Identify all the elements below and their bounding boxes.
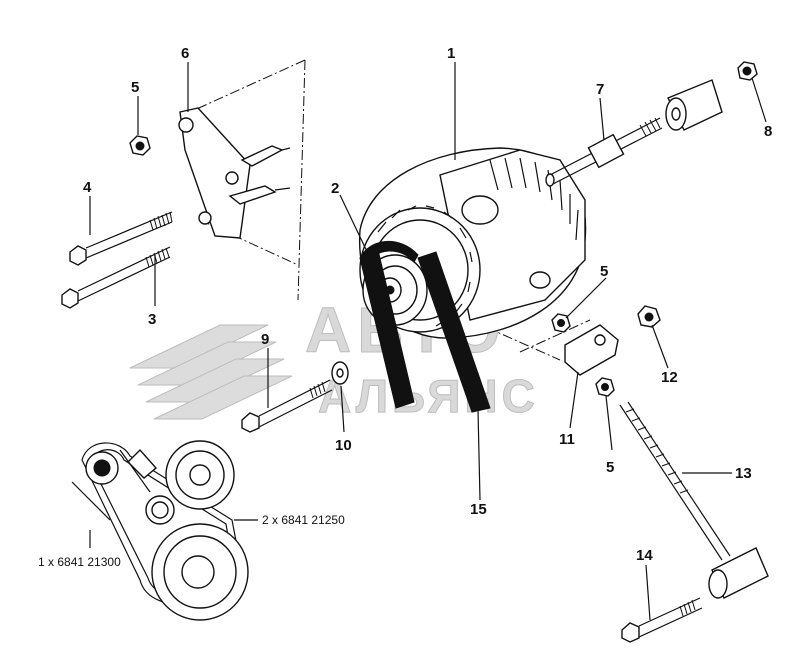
nut-top-left xyxy=(129,135,151,156)
bolt-3 xyxy=(61,246,171,309)
washer-10 xyxy=(331,361,349,385)
callout-8: 8 xyxy=(764,123,772,140)
watermark-emblem xyxy=(129,324,293,420)
belt-routing-inset xyxy=(71,440,249,621)
spacer-bushing xyxy=(665,79,723,131)
callout-1: 1 xyxy=(447,45,455,62)
tension-rod-13 xyxy=(619,401,769,599)
tension-block-11 xyxy=(564,324,619,376)
callout-12: 12 xyxy=(661,369,678,386)
bolt-9 xyxy=(241,379,333,433)
watermark-line2: АЛЬЯНС xyxy=(318,370,539,422)
mounting-bracket xyxy=(178,107,291,239)
leader-lines xyxy=(89,62,767,621)
nut-5-mid xyxy=(551,313,571,333)
callout-4: 4 xyxy=(83,179,92,196)
callout-7: 7 xyxy=(596,81,604,98)
nut-12 xyxy=(637,305,661,328)
callout-5-top: 5 xyxy=(131,79,139,96)
nut-5-low xyxy=(595,377,615,397)
drive-belts xyxy=(359,240,491,413)
callout-15: 15 xyxy=(470,501,487,518)
through-bolt-7 xyxy=(545,117,663,187)
callout-13: 13 xyxy=(735,465,752,482)
callout-2: 2 xyxy=(331,180,339,197)
nut-8 xyxy=(737,61,758,81)
callout-11: 11 xyxy=(559,431,575,448)
callout-10: 10 xyxy=(335,437,352,454)
callout-5-mid: 5 xyxy=(600,263,608,280)
bolt-14 xyxy=(621,597,703,643)
callout-14: 14 xyxy=(636,547,653,564)
bolt-4 xyxy=(69,211,173,266)
belt-note-double: 2 x 6841 21250 xyxy=(262,513,345,527)
callout-5-low: 5 xyxy=(606,459,614,476)
callout-6: 6 xyxy=(181,45,189,62)
callout-9: 9 xyxy=(261,331,269,348)
belt-note-single: 1 x 6841 21300 xyxy=(38,555,121,569)
callout-3: 3 xyxy=(148,311,156,328)
construction-lines xyxy=(189,59,591,361)
